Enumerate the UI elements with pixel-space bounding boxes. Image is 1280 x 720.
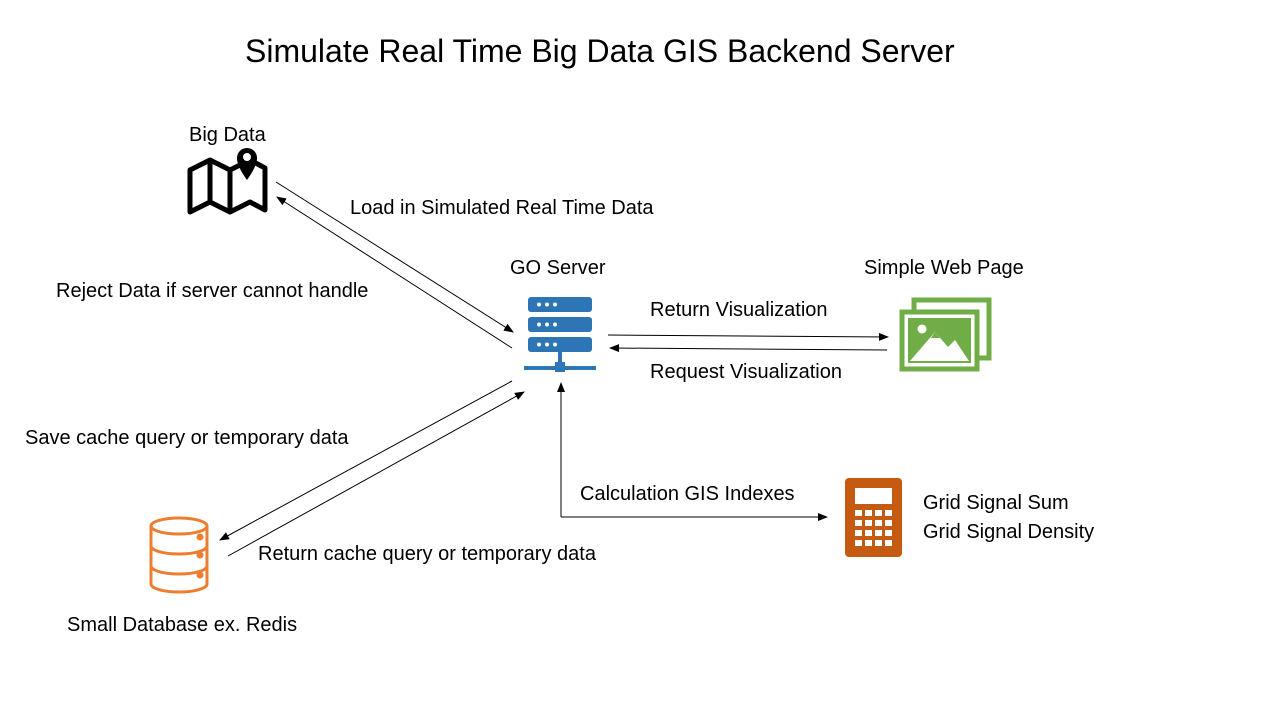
edge-label-return-cache: Return cache query or temporary data xyxy=(258,543,596,565)
calc-output-density: Grid Signal Density xyxy=(923,521,1095,543)
edge-label-save-cache: Save cache query or temporary data xyxy=(25,427,349,449)
calculator-icon xyxy=(845,478,902,557)
edge-label-calculation: Calculation GIS Indexes xyxy=(580,483,795,505)
page-title: Simulate Real Time Big Data GIS Backend … xyxy=(245,33,955,69)
database-icon xyxy=(149,516,209,594)
image-gallery-icon xyxy=(899,297,992,372)
arrow-return-cache xyxy=(227,391,525,557)
go-server-label: GO Server xyxy=(510,257,606,279)
edge-label-reject-data: Reject Data if server cannot handle xyxy=(56,280,369,302)
edge-label-request-visualization: Request Visualization xyxy=(650,361,842,383)
arrow-load-data xyxy=(275,181,514,333)
arrow-save-cache xyxy=(219,380,513,541)
big-data-label: Big Data xyxy=(189,124,266,146)
database-label: Small Database ex. Redis xyxy=(67,614,298,636)
edge-label-return-visualization: Return Visualization xyxy=(650,299,828,321)
arrow-reject-data xyxy=(276,196,513,349)
calc-output-sum: Grid Signal Sum xyxy=(923,492,1069,514)
arrow-request-visualization xyxy=(609,344,888,353)
edge-label-load-data: Load in Simulated Real Time Data xyxy=(350,197,654,219)
server-icon xyxy=(524,297,596,372)
web-page-label: Simple Web Page xyxy=(864,257,1024,279)
map-pin-icon xyxy=(187,148,268,215)
arrow-return-visualization xyxy=(607,332,889,341)
